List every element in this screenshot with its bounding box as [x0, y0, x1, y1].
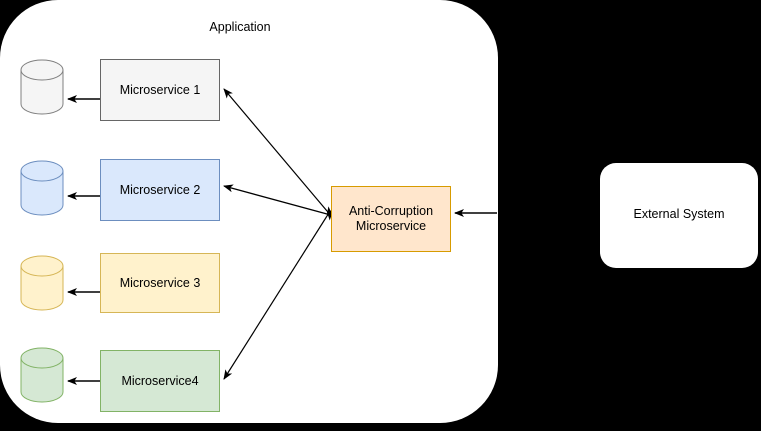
acl-label-line1: Anti-Corruption — [348, 204, 434, 218]
service-box-anti-corruption[interactable]: Anti-Corruption Microservice — [331, 186, 451, 252]
service-box-microservice-4[interactable]: Microservice4 — [100, 350, 220, 412]
database-cylinder-1 — [20, 59, 64, 115]
database-cylinder-2 — [20, 160, 64, 216]
service-label: Microservice 3 — [119, 275, 201, 290]
database-cylinder-4 — [20, 347, 64, 403]
application-title: Application — [209, 20, 271, 34]
service-label: Microservice 2 — [119, 182, 201, 197]
database-cylinder-3 — [20, 255, 64, 311]
service-label: Microservice4 — [121, 373, 199, 388]
external-system-boundary — [600, 163, 758, 268]
service-box-microservice-2[interactable]: Microservice 2 — [100, 159, 220, 221]
service-label: Microservice 1 — [119, 82, 201, 97]
service-box-microservice-3[interactable]: Microservice 3 — [100, 253, 220, 313]
external-system-label: External System — [633, 207, 725, 221]
acl-label-line2: Microservice — [355, 219, 427, 233]
service-box-microservice-1[interactable]: Microservice 1 — [100, 59, 220, 121]
